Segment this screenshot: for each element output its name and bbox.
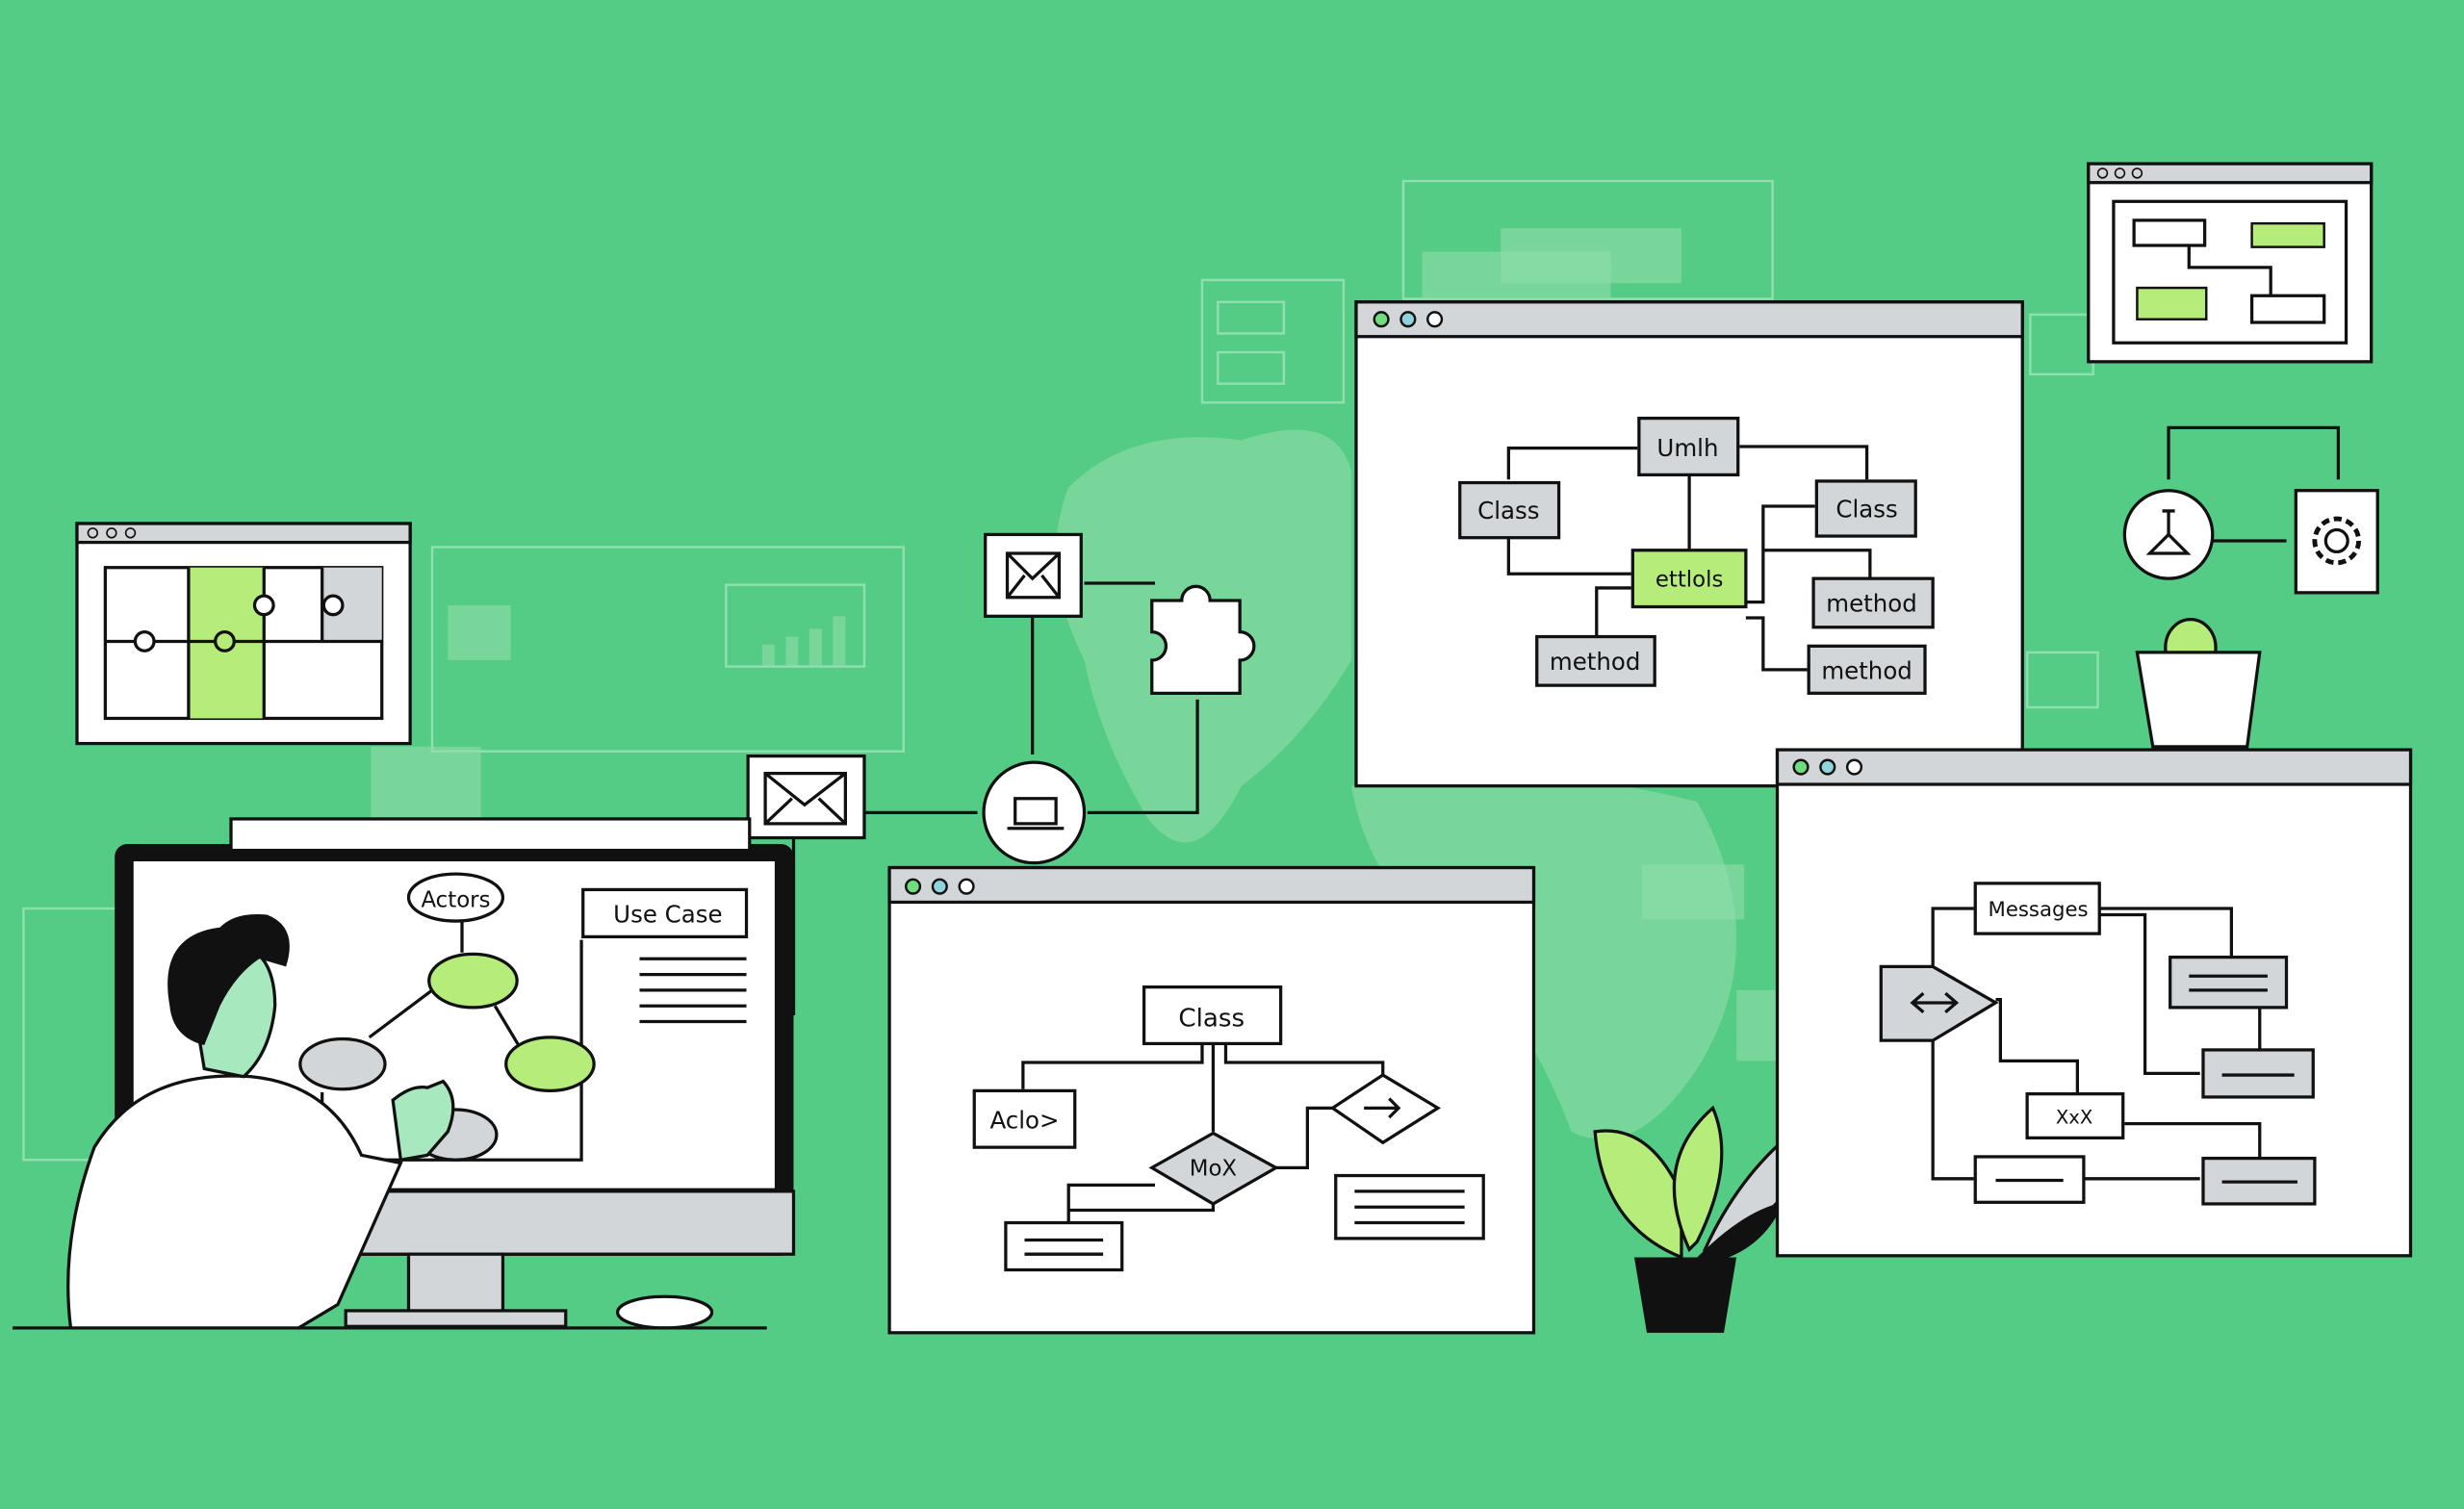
actors-node	[406, 872, 505, 923]
center-label: ettlols	[1656, 567, 1724, 592]
method-left-label: method	[1550, 648, 1640, 676]
actors-label-label: Actors	[421, 887, 490, 912]
class-left-label: Class	[1477, 497, 1539, 524]
puzzle-piece-icon	[1150, 584, 1256, 695]
class-label: Class	[1178, 1004, 1245, 1033]
gear-icon[interactable]	[2294, 489, 2379, 595]
tools-group	[2122, 425, 2379, 749]
message-diagram-window: Messages XxX	[1775, 748, 2413, 1258]
class-diagram-window: Umlh Class Class ettlols method method m…	[1354, 300, 2024, 788]
umlh-label: Umlh	[1656, 434, 1718, 462]
actor-label: Aclo>	[989, 1107, 1059, 1135]
mouse	[616, 1294, 714, 1330]
method-right-top-label: method	[1826, 589, 1916, 617]
class-right-label: Class	[1835, 495, 1897, 523]
person	[66, 1074, 403, 1330]
monitor-scene: Actors Use Case	[13, 817, 796, 1330]
method-right-bottom-label: method	[1821, 657, 1912, 685]
laptop-node[interactable]	[982, 760, 1087, 865]
use-case-box	[581, 887, 749, 939]
x-node-label: XxX	[2056, 1107, 2092, 1129]
puzzle-window	[75, 522, 412, 746]
flow-diagram-window: Class Aclo> MoX	[887, 865, 1536, 1335]
mini-diagram-window	[2087, 162, 2374, 364]
use-case-label-label: Use Case	[613, 901, 722, 929]
envelope-icon[interactable]	[984, 532, 1083, 618]
connector-group	[746, 532, 1256, 1016]
background-decor	[22, 179, 2099, 1162]
messages-label: Messages	[1989, 898, 2089, 922]
decision-label: MoX	[1190, 1157, 1237, 1182]
